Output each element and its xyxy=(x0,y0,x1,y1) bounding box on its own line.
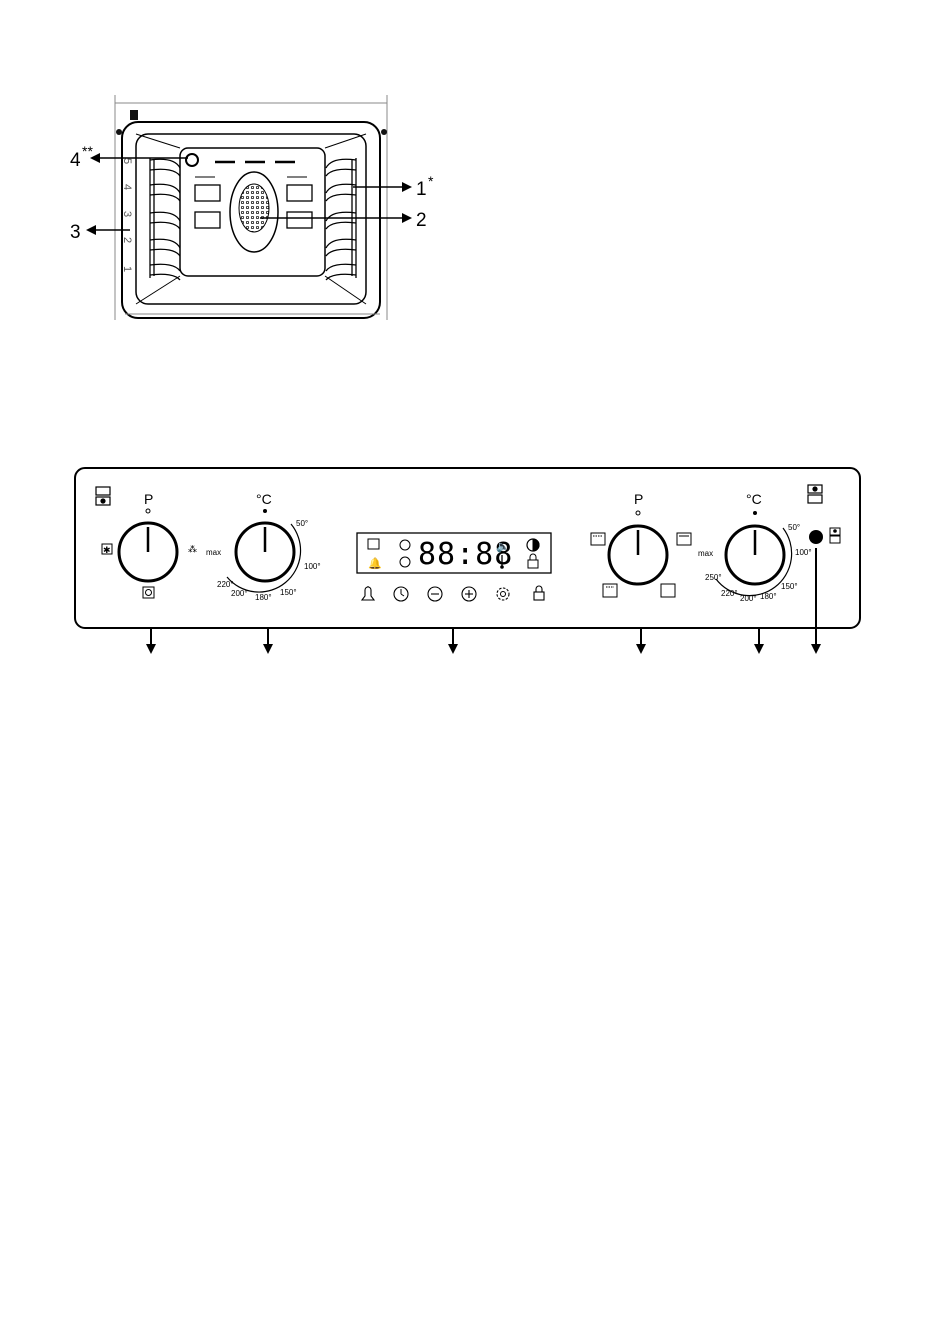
right-temp-tick-250: 250° xyxy=(705,573,722,582)
right-shelf-support xyxy=(326,158,356,280)
left-temp-tick-200: 200° xyxy=(231,589,248,598)
callout-4-sup: ** xyxy=(82,143,93,159)
conventional-icon xyxy=(677,533,691,545)
touch-buttons xyxy=(362,586,544,601)
right-temp-max-label: max xyxy=(698,549,713,558)
top-heat-icon xyxy=(591,533,605,545)
pizza-function-icon xyxy=(143,587,154,598)
shelf-level-3: 3 xyxy=(121,211,133,217)
svg-text:✱: ✱ xyxy=(103,545,111,555)
right-temp-tick-220: 220° xyxy=(721,589,738,598)
shelf-level-1: 1 xyxy=(121,266,133,272)
sound-icon: 🔈 xyxy=(496,541,510,553)
right-temp-tick-180: 180° xyxy=(760,592,777,601)
right-function-dial-group: P xyxy=(591,491,691,597)
minus-button[interactable] xyxy=(428,587,442,601)
duration-icon xyxy=(400,557,410,567)
right-function-dial-label: P xyxy=(634,491,643,507)
left-temp-tick-150: 150° xyxy=(280,588,297,597)
left-temp-tick-220: 220° xyxy=(217,580,234,589)
right-temp-dial-label: °C xyxy=(746,491,762,507)
door-catch xyxy=(130,110,138,120)
clock-icon xyxy=(400,540,410,550)
oven-lamp xyxy=(186,154,198,166)
oven-cavity-illustration: 5 4 3 2 1 xyxy=(115,95,387,320)
left-function-dial-max-label: max xyxy=(206,548,221,557)
grill-icon xyxy=(603,584,617,597)
oven-indicator-icon xyxy=(368,539,379,549)
left-temp-dial-label: °C xyxy=(256,491,272,507)
right-temp-tick-50: 50° xyxy=(788,523,800,532)
left-function-dial-group: P ✱ max ⁂ xyxy=(102,491,221,598)
display-alarm-icon: 🔔 xyxy=(368,557,382,570)
left-function-dial-label: P xyxy=(144,491,153,507)
right-temperature-dial-group: °C max 50° 100° 150° 180° 200° 220° 250° xyxy=(698,491,812,603)
left-temperature-dial-group: °C max 50° 100° 150° 180° 200° 220° xyxy=(217,491,321,602)
bottom-heat-icon xyxy=(661,584,675,597)
right-temp-tick-100: 100° xyxy=(795,548,812,557)
clock-button[interactable] xyxy=(394,587,408,601)
timer-display-group: 88:88 🔈 🔔 xyxy=(357,533,551,573)
left-temp-tick-180: 180° xyxy=(255,593,272,602)
callout-1-sup: * xyxy=(428,173,434,189)
contrast-icon xyxy=(533,539,539,551)
callout-3: 3 xyxy=(70,222,81,243)
callout-2: 2 xyxy=(416,210,427,231)
callout-4: 4 xyxy=(70,150,81,171)
shelf-level-2: 2 xyxy=(121,237,133,243)
display-lock-icon xyxy=(528,560,538,568)
left-shelf-support xyxy=(150,158,180,280)
defrost-icon: ✱ xyxy=(102,544,112,555)
top-oven-indicator-icon xyxy=(808,485,822,503)
plus-button[interactable] xyxy=(462,587,476,601)
fan-icon xyxy=(239,184,269,232)
shelf-level-5: 5 xyxy=(121,158,133,164)
shelf-level-4: 4 xyxy=(121,184,133,190)
right-temp-tick-150: 150° xyxy=(781,582,798,591)
callout-1: 1 xyxy=(416,179,427,200)
fan-grill-icon: ⁂ xyxy=(188,544,197,554)
right-temp-tick-200: 200° xyxy=(740,594,757,603)
left-temp-tick-100: 100° xyxy=(304,562,321,571)
main-oven-indicator-icon xyxy=(96,487,110,505)
oven-selector-button[interactable] xyxy=(809,530,823,544)
left-temp-tick-50: 50° xyxy=(296,519,308,528)
alarm-button[interactable] xyxy=(362,586,374,600)
lock-button[interactable] xyxy=(534,586,544,600)
top-oven-selected-icon xyxy=(830,528,840,543)
settings-button[interactable] xyxy=(497,588,509,600)
